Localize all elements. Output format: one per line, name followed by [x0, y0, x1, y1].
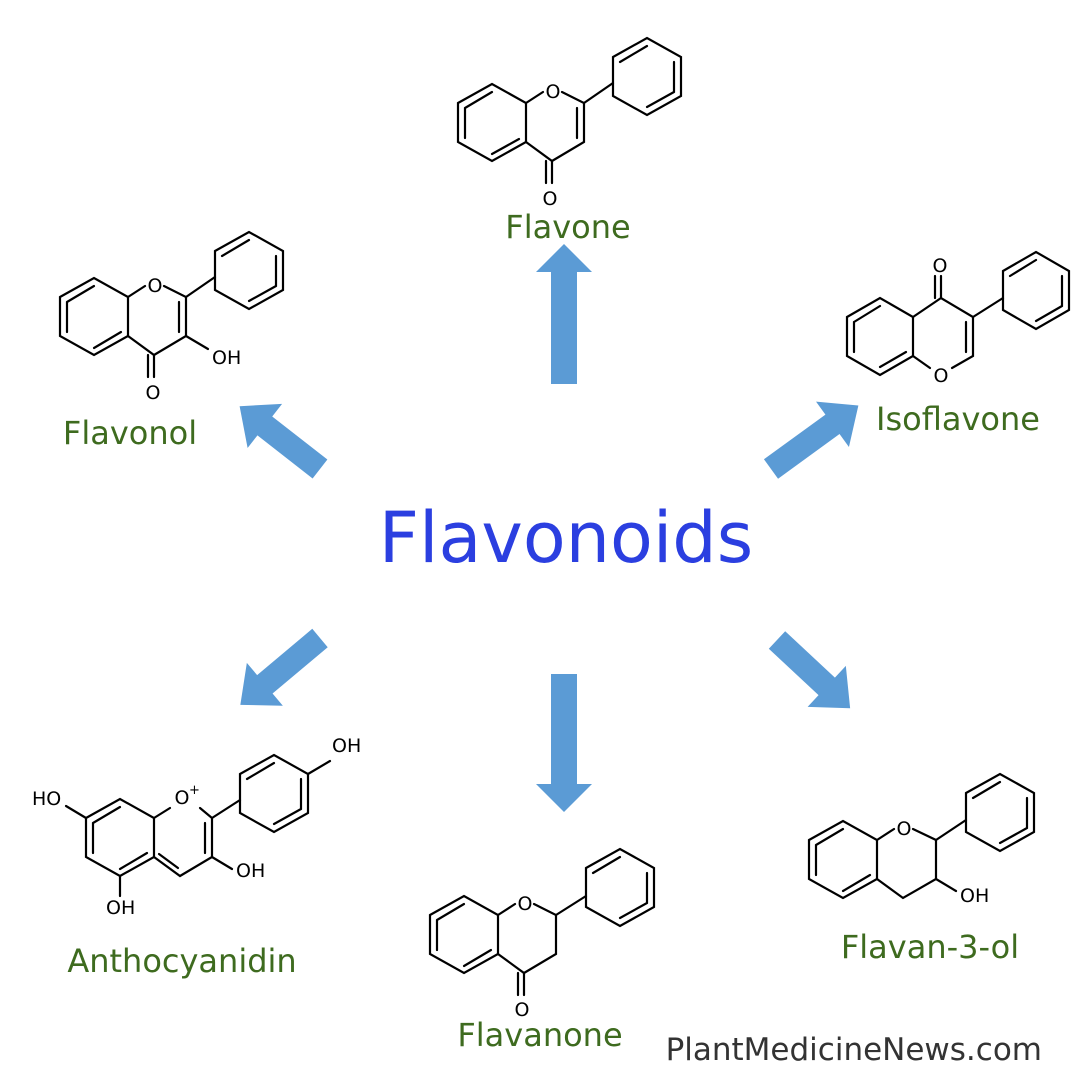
- label-anthocyanidin: Anthocyanidin: [67, 942, 296, 980]
- atom-carbonyl-o-flavone: O: [543, 188, 558, 210]
- atom-carbonyl-o-isoflavone: O: [933, 255, 948, 277]
- structure-flavanone: O O: [428, 847, 656, 1021]
- label-flavone: Flavone: [505, 208, 630, 246]
- atom-oh-5-anthocyanidin: OH: [106, 897, 135, 919]
- structure-isoflavone: O O: [845, 250, 1071, 387]
- atom-oxonium-anthocyanidin: O: [175, 787, 190, 809]
- label-flavanone: Flavanone: [457, 1016, 622, 1054]
- atom-oh-flavonol: OH: [212, 347, 241, 369]
- atom-o-flavan3ol: O: [897, 818, 912, 840]
- atom-carbonyl-o-flavanone: O: [515, 999, 530, 1021]
- atom-o-flavonol: O: [148, 275, 163, 297]
- arrows: [239, 244, 859, 812]
- label-isoflavone: Isoflavone: [876, 400, 1040, 438]
- atom-oh-flavan3ol: OH: [960, 885, 989, 907]
- atom-o-isoflavone: O: [934, 365, 949, 387]
- atom-o-flavone: O: [546, 81, 561, 103]
- atom-oh-4prime-anthocyanidin: OH: [332, 735, 361, 757]
- label-flavonol: Flavonol: [63, 414, 197, 452]
- arrow-to-anthocyanidin: [240, 628, 328, 706]
- diagram-title: Flavonoids: [379, 497, 753, 579]
- atom-carbonyl-o-flavonol: O: [146, 382, 161, 404]
- atom-ho-7-anthocyanidin: HO: [32, 788, 61, 810]
- structure-flavone: O O: [456, 36, 683, 210]
- structure-anthocyanidin: O + HO OH OH OH: [32, 735, 361, 919]
- atom-o-flavanone: O: [518, 893, 533, 915]
- atom-oh-3-anthocyanidin: OH: [236, 860, 265, 882]
- structure-flavan3ol: O OH: [807, 772, 1036, 907]
- arrow-to-flavonol: [239, 403, 328, 479]
- arrow-to-flavan3ol: [768, 631, 851, 709]
- structure-flavonol: O O OH: [58, 230, 285, 404]
- arrow-to-flavone: [536, 244, 592, 384]
- site-credit: PlantMedicineNews.com: [666, 1032, 1042, 1068]
- arrow-to-flavanone: [536, 674, 592, 812]
- arrow-to-isoflavone: [763, 401, 859, 479]
- atom-charge-anthocyanidin: +: [189, 783, 200, 798]
- label-flavan3ol: Flavan-3-ol: [841, 928, 1019, 966]
